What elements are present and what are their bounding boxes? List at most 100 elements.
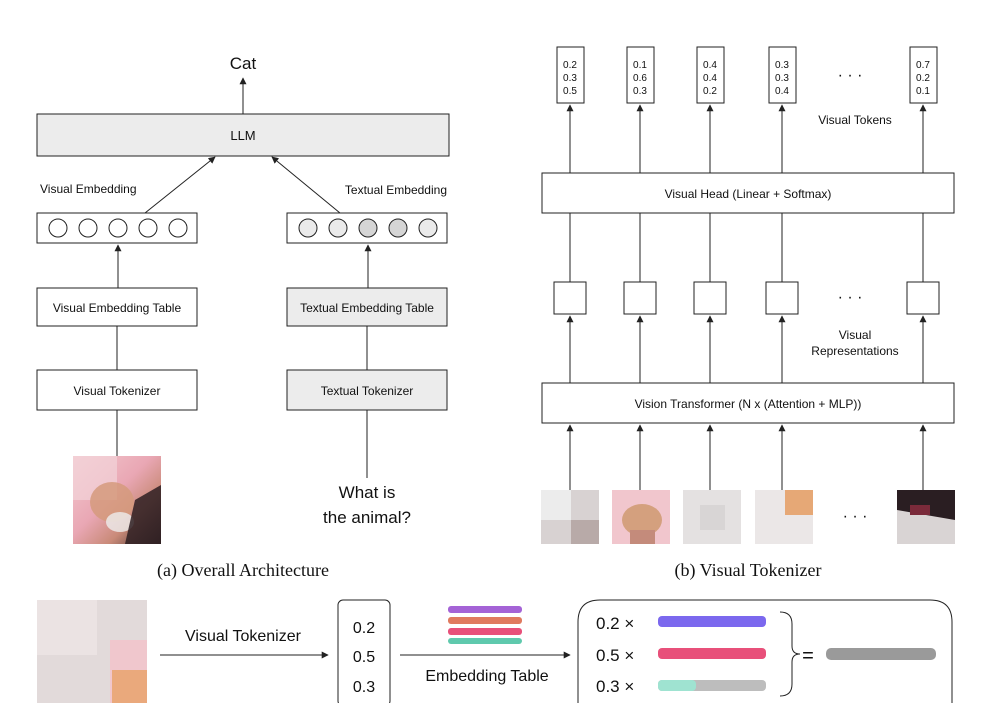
visual-embedding-table-label: Visual Embedding Table xyxy=(53,301,182,315)
arrows-transformer-to-representations xyxy=(566,315,927,383)
caption-overall-architecture: (a) Overall Architecture xyxy=(157,560,329,581)
visual-representation-box xyxy=(765,281,799,315)
embedding-table-label: Embedding Table xyxy=(425,668,548,685)
input-image-patch xyxy=(37,600,147,703)
image-patch xyxy=(897,490,955,544)
token-prob-box xyxy=(556,46,585,104)
token-prob-value: 0.4 xyxy=(775,86,789,97)
visual-embedding-label: Visual Embedding xyxy=(40,182,137,196)
prob-value: 0.5 xyxy=(353,649,375,666)
weighted-sum-frame xyxy=(577,599,953,703)
embedding-bar-orange xyxy=(448,617,522,624)
textual-embedding-circle xyxy=(388,218,408,238)
question-line1: What is xyxy=(339,483,396,502)
visual-representation-box xyxy=(623,281,657,315)
image-patches xyxy=(541,490,955,544)
token-prob-value: 0.2 xyxy=(703,86,717,97)
token-prob-value: 0.1 xyxy=(916,86,930,97)
visual-representation-box xyxy=(906,281,940,315)
llm-label: LLM xyxy=(230,128,255,143)
visual-tokenizer-box xyxy=(36,369,198,411)
equals-sign: = xyxy=(802,645,814,667)
token-prob-value: 0.3 xyxy=(633,86,647,97)
textual-embedding-circle xyxy=(358,218,378,238)
visual-embedding-circle xyxy=(108,218,128,238)
textual-tokenizer-label: Textual Tokenizer xyxy=(321,384,414,398)
token-prob-box xyxy=(909,46,938,104)
token-prob-value: 0.3 xyxy=(775,73,789,84)
token-prob-box xyxy=(768,46,797,104)
question-line2: the animal? xyxy=(323,508,411,527)
token-prob-value: 0.1 xyxy=(633,60,647,71)
panel-overall-architecture: Cat LLM Visual Embedding Textual Embeddi… xyxy=(36,54,450,581)
visual-tokens-label: Visual Tokens xyxy=(818,113,892,127)
probs-box xyxy=(337,599,391,703)
vision-transformer-label: Vision Transformer (N x (Attention + MLP… xyxy=(635,397,862,411)
visual-embedding-circle xyxy=(168,218,188,238)
cat-image xyxy=(73,456,161,544)
arrows-head-to-tokens xyxy=(566,104,927,173)
panel-weighted-embedding: Visual Tokenizer 0.2 0.5 0.3 Embedding T… xyxy=(37,599,953,703)
arrow-textual-embedding-to-llm xyxy=(271,156,341,214)
prob-value: 0.3 xyxy=(353,679,375,696)
lines-representations-to-head xyxy=(569,213,924,282)
visual-representations-line2: Representations xyxy=(811,344,898,358)
output-label: Cat xyxy=(230,54,257,73)
token-prob-value: 0.2 xyxy=(563,60,577,71)
textual-embedding-label: Textual Embedding xyxy=(345,183,447,197)
textual-tokenizer-box xyxy=(286,369,448,411)
token-prob-value: 0.2 xyxy=(916,73,930,84)
prob-value: 0.2 xyxy=(353,620,375,637)
weighted-term: 0.3 × xyxy=(596,677,634,696)
vision-transformer-box xyxy=(541,382,955,424)
visual-embedding-circle xyxy=(48,218,68,238)
embedding-table-bars xyxy=(448,606,522,644)
weighted-bar-purple xyxy=(658,616,766,627)
token-prob-box xyxy=(696,46,725,104)
weighted-term: 0.5 × xyxy=(596,646,634,665)
ellipsis-representations: · · · xyxy=(838,289,863,306)
token-prob-value: 0.7 xyxy=(916,60,930,71)
embedding-bar-teal xyxy=(448,638,522,644)
visual-representations-line1: Visual xyxy=(839,328,871,342)
visual-representation-box xyxy=(693,281,727,315)
textual-embedding-table-label: Textual Embedding Table xyxy=(300,301,434,315)
visual-embedding-circles xyxy=(48,218,188,238)
textual-embedding-table-box xyxy=(286,287,448,327)
visual-embedding-table-box xyxy=(36,287,198,327)
image-patch xyxy=(612,490,670,544)
textual-embedding-circle xyxy=(328,218,348,238)
llm-box xyxy=(36,113,450,157)
visual-representation-box xyxy=(553,281,587,315)
image-patch xyxy=(683,490,741,544)
visual-embedding-circle xyxy=(138,218,158,238)
arrow-visual-embedding-to-llm xyxy=(144,156,216,214)
weighted-bar-teal-accent xyxy=(658,680,696,691)
token-prob-value: 0.3 xyxy=(563,73,577,84)
textual-embedding-circles xyxy=(298,218,438,238)
embedding-bar-purple xyxy=(448,606,522,613)
image-patch xyxy=(755,490,813,544)
token-prob-value: 0.5 xyxy=(563,86,577,97)
ellipsis-tokens: · · · xyxy=(838,67,863,84)
token-prob-value: 0.4 xyxy=(703,60,717,71)
token-columns: 0.2 0.3 0.5 0.1 0.6 0.3 0.4 0.4 0.2 0.3 … xyxy=(556,46,938,104)
visual-embedding-circle xyxy=(78,218,98,238)
caption-visual-tokenizer: (b) Visual Tokenizer xyxy=(675,560,822,581)
token-prob-box xyxy=(626,46,655,104)
visual-tokenizer-label-bottom: Visual Tokenizer xyxy=(185,628,302,645)
embedding-bar-pink xyxy=(448,628,522,635)
visual-representation-boxes xyxy=(553,281,940,315)
textual-embedding-circle xyxy=(298,218,318,238)
token-prob-value: 0.6 xyxy=(633,73,647,84)
panel-visual-tokenizer: 0.2 0.3 0.5 0.1 0.6 0.3 0.4 0.4 0.2 0.3 … xyxy=(541,46,955,581)
token-prob-value: 0.3 xyxy=(775,60,789,71)
result-embedding-bar xyxy=(826,648,936,660)
weighted-bar-pink xyxy=(658,648,766,659)
sum-brace xyxy=(779,611,801,697)
image-patch xyxy=(541,490,599,544)
visual-head-box xyxy=(541,172,955,214)
visual-head-label: Visual Head (Linear + Softmax) xyxy=(665,187,832,201)
token-prob-value: 0.4 xyxy=(703,73,717,84)
arrows-patches-to-transformer xyxy=(566,424,927,490)
